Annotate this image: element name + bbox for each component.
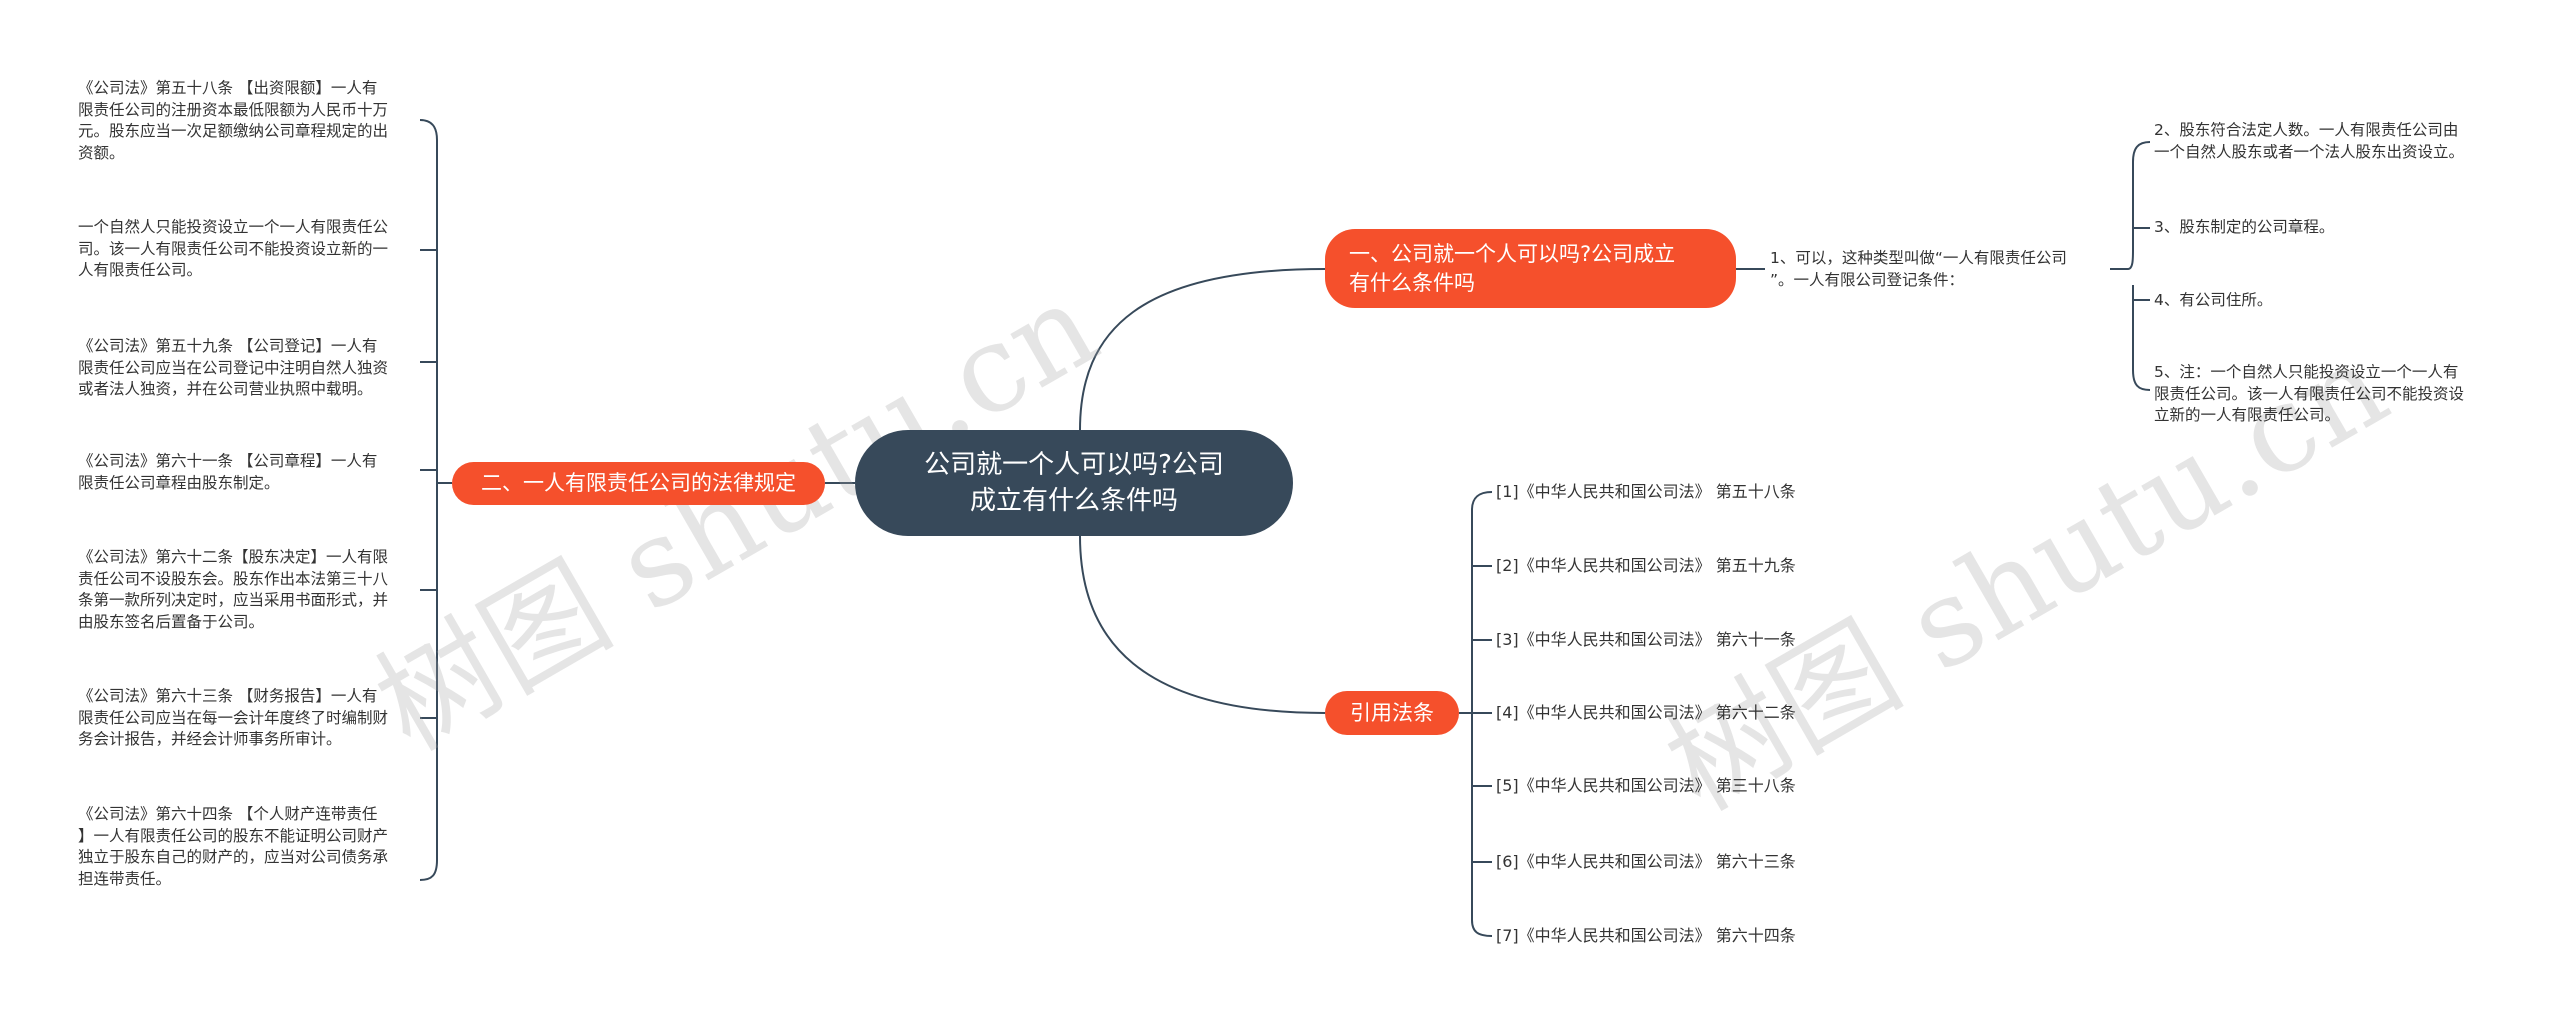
link-intro-bracket: [2110, 141, 2151, 391]
branch-node-legal-rules[interactable]: 二、一人有限责任公司的法律规定: [452, 462, 825, 505]
legal-item: 《公司法》第五十八条 【出资限额】一人有 限责任公司的注册资本最低限额为人民币十…: [78, 79, 389, 162]
branch-title: 引用法条: [1350, 700, 1434, 725]
legal-item: 《公司法》第六十四条 【个人财产连带责任 】一人有限责任公司的股东不能证明公司财…: [78, 805, 389, 888]
root-node[interactable]: 公司就一个人可以吗?公司 成立有什么条件吗: [855, 430, 1293, 536]
link-root-to-branch-3: [1079, 535, 1326, 714]
branch-node-question[interactable]: 一、公司就一个人可以吗?公司成立 有什么条件吗: [1325, 229, 1736, 308]
condition-item: 4、有公司住所。: [2154, 291, 2273, 309]
intro-text: 1、可以，这种类型叫做“一人有限责任公司 ”。一人有限公司登记条件：: [1770, 249, 2067, 289]
reference-item[interactable]: [4]《中华人民共和国公司法》 第六十二条: [1496, 703, 1796, 722]
reference-item[interactable]: [6]《中华人民共和国公司法》 第六十三条: [1496, 852, 1796, 871]
reference-item[interactable]: [2]《中华人民共和国公司法》 第五十九条: [1496, 556, 1796, 575]
branch-title: 一、公司就一个人可以吗?公司成立 有什么条件吗: [1349, 241, 1676, 295]
link-left-bracket: [419, 119, 452, 881]
legal-item: 《公司法》第六十一条 【公司章程】一人有 限责任公司章程由股东制定。: [78, 452, 378, 492]
legal-item: 《公司法》第六十二条【股东决定】一人有限 责任公司不设股东会。股东作出本法第三十…: [78, 548, 389, 631]
link-refs-bracket: [1459, 491, 1493, 937]
reference-item[interactable]: [3]《中华人民共和国公司法》 第六十一条: [1496, 630, 1796, 649]
link-root-to-branch-1: [1079, 268, 1326, 431]
root-title: 公司就一个人可以吗?公司 成立有什么条件吗: [924, 450, 1224, 516]
condition-item: 5、注：一个自然人只能投资设立一个一人有 限责任公司。该一人有限责任公司不能投资…: [2154, 363, 2465, 424]
reference-item[interactable]: [5]《中华人民共和国公司法》 第三十八条: [1496, 776, 1796, 795]
branch-title: 二、一人有限责任公司的法律规定: [481, 471, 796, 495]
legal-item: 《公司法》第六十三条 【财务报告】一人有 限责任公司应当在每一会计年度终了时编制…: [78, 687, 389, 748]
reference-item[interactable]: [7]《中华人民共和国公司法》 第六十四条: [1496, 926, 1796, 945]
reference-item[interactable]: [1]《中华人民共和国公司法》 第五十八条: [1496, 482, 1796, 501]
condition-item: 3、股东制定的公司章程。: [2154, 218, 2335, 236]
branch-node-references[interactable]: 引用法条: [1325, 691, 1459, 735]
condition-item: 2、股东符合法定人数。一人有限责任公司由 一个自然人股东或者一个法人股东出资设立…: [2154, 121, 2465, 161]
legal-item: 《公司法》第五十九条 【公司登记】一人有 限责任公司应当在公司登记中注明自然人独…: [78, 337, 389, 398]
legal-item: 一个自然人只能投资设立一个一人有限责任公 司。该一人有限责任公司不能投资设立新的…: [78, 218, 389, 279]
